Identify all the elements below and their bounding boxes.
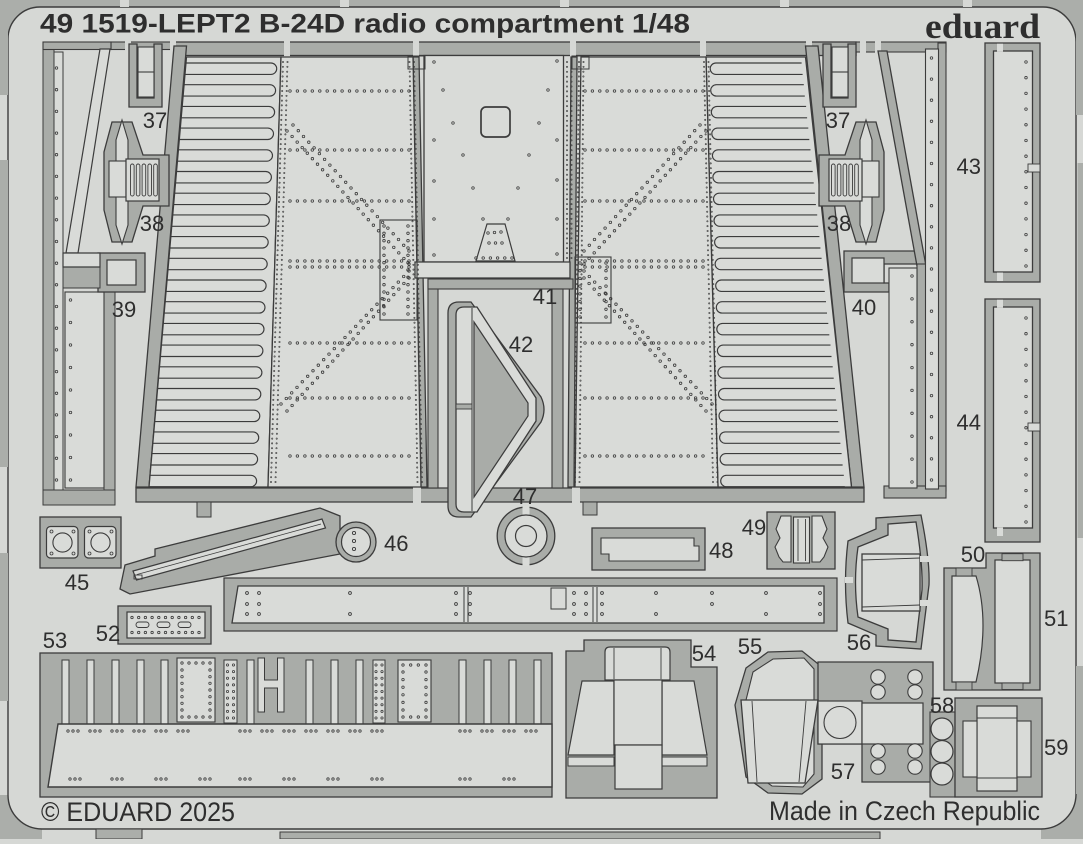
svg-text:© EDUARD 2025: © EDUARD 2025 [41, 797, 235, 827]
svg-text:45: 45 [65, 570, 89, 595]
svg-text:54: 54 [692, 641, 716, 666]
svg-text:51: 51 [1044, 606, 1068, 631]
svg-text:41: 41 [533, 284, 557, 309]
svg-text:56: 56 [847, 630, 871, 655]
svg-text:eduard: eduard [925, 7, 1041, 46]
svg-text:37: 37 [826, 108, 850, 133]
svg-text:38: 38 [827, 211, 851, 236]
svg-text:44: 44 [957, 410, 981, 435]
svg-text:58: 58 [930, 693, 954, 718]
svg-text:52: 52 [96, 621, 120, 646]
svg-text:37: 37 [143, 108, 167, 133]
svg-text:Made in Czech Republic: Made in Czech Republic [769, 796, 1040, 826]
svg-text:48: 48 [709, 538, 733, 563]
svg-text:46: 46 [384, 531, 408, 556]
svg-text:49: 49 [742, 515, 766, 540]
svg-text:38: 38 [140, 211, 164, 236]
svg-text:59: 59 [1044, 735, 1068, 760]
svg-text:55: 55 [738, 634, 762, 659]
svg-text:42: 42 [509, 332, 533, 357]
svg-text:40: 40 [852, 295, 876, 320]
svg-text:50: 50 [961, 542, 985, 567]
svg-text:39: 39 [112, 297, 136, 322]
svg-text:47: 47 [513, 484, 537, 509]
svg-text:57: 57 [831, 759, 855, 784]
svg-text:49 1519-LEPT2 B-24D radio com: 49 1519-LEPT2 B-24D radio compartment 1/… [40, 9, 690, 39]
svg-text:53: 53 [43, 628, 67, 653]
svg-text:43: 43 [957, 154, 981, 179]
